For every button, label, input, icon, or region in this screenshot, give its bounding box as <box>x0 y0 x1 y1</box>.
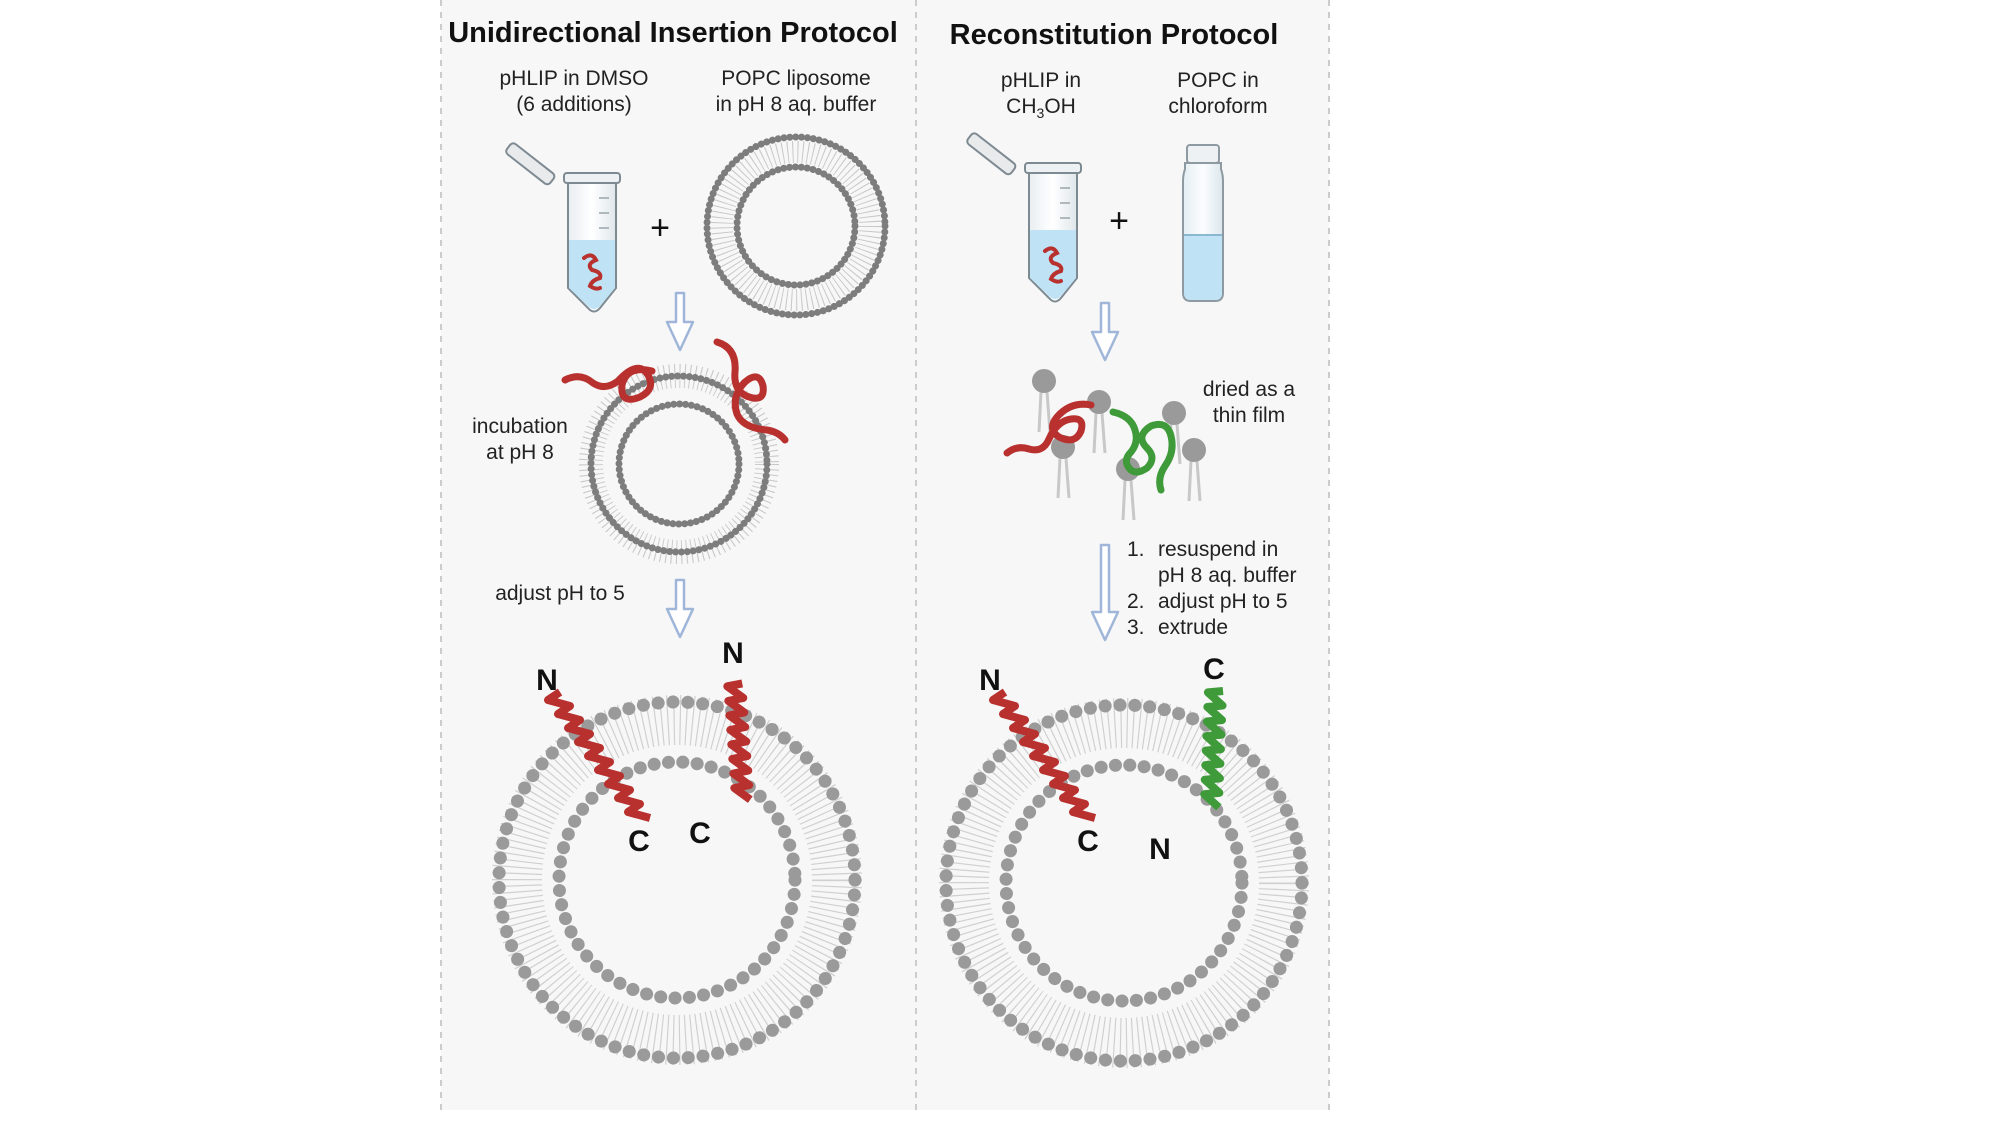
liposome-transmembrane-left <box>492 679 862 1065</box>
terminus-label: C <box>628 825 650 858</box>
left-step-1-line1: incubation <box>472 415 568 438</box>
left-reagent-2-line2: in pH 8 aq. buffer <box>716 93 877 116</box>
left-reagent-2-line1: POPC liposome <box>721 67 870 90</box>
right-panel-background <box>916 0 1329 1110</box>
left-plus-sign: + <box>650 209 670 247</box>
down-arrow-icon <box>1090 543 1120 642</box>
right-reagent-1-line2: CH3OH <box>1006 95 1076 121</box>
terminus-label: N <box>536 664 558 697</box>
down-arrow-icon <box>665 578 695 639</box>
right-panel-title: Reconstitution Protocol <box>950 19 1279 51</box>
liposome-icon <box>703 133 889 319</box>
helix-left-2 <box>723 679 754 803</box>
right-reagent-1-line1: pHLIP in <box>1001 69 1081 92</box>
terminus-label: N <box>1149 833 1171 866</box>
left-step-1-line2: at pH 8 <box>486 441 554 464</box>
down-arrow-icon <box>665 291 695 352</box>
terminus-label: C <box>1203 653 1225 686</box>
helix-left-1 <box>544 688 652 822</box>
left-reagent-1-line2: (6 additions) <box>516 93 632 116</box>
peptide-loop-left <box>561 364 656 403</box>
microtube-icon <box>966 132 1082 303</box>
right-plus-sign: + <box>1109 202 1129 240</box>
step-text: pH 8 aq. buffer <box>1158 564 1297 587</box>
terminus-label: C <box>1077 825 1099 858</box>
vial-icon <box>1182 144 1224 302</box>
step-text: resuspend in <box>1158 538 1278 561</box>
terminus-label: C <box>689 817 711 850</box>
peptide-loop-right <box>713 338 789 444</box>
step-text: extrude <box>1158 616 1228 639</box>
liposome-with-peptides <box>561 338 789 564</box>
step-number: 3. <box>1127 616 1145 639</box>
helix-green <box>1200 687 1227 811</box>
pHLIP-red-film <box>1003 400 1095 457</box>
liposome-transmembrane-right <box>939 687 1309 1068</box>
terminus-label: N <box>722 637 744 670</box>
right-step-1-line1: dried as a <box>1203 378 1296 401</box>
terminus-label: N <box>979 664 1001 697</box>
right-step-1-line2: thin film <box>1213 404 1285 427</box>
down-arrow-icon <box>1090 301 1120 362</box>
pHLIP-green-film <box>1109 408 1176 494</box>
left-step-2: adjust pH to 5 <box>495 582 625 605</box>
reconstitution-steps-list: 1. resuspend in pH 8 aq. buffer 2. adjus… <box>1127 538 1297 639</box>
thin-film-lipids <box>1003 369 1206 521</box>
right-reagent-2-line1: POPC in <box>1177 69 1259 92</box>
step-text: adjust pH to 5 <box>1158 590 1288 613</box>
right-reagent-2-line2: chloroform <box>1168 95 1267 118</box>
left-panel-title: Unidirectional Insertion Protocol <box>448 17 898 49</box>
left-reagent-1-line1: pHLIP in DMSO <box>500 67 649 90</box>
step-number: 1. <box>1127 538 1145 561</box>
step-number: 2. <box>1127 590 1145 613</box>
microtube-icon <box>505 142 621 313</box>
helix-red <box>989 688 1097 822</box>
